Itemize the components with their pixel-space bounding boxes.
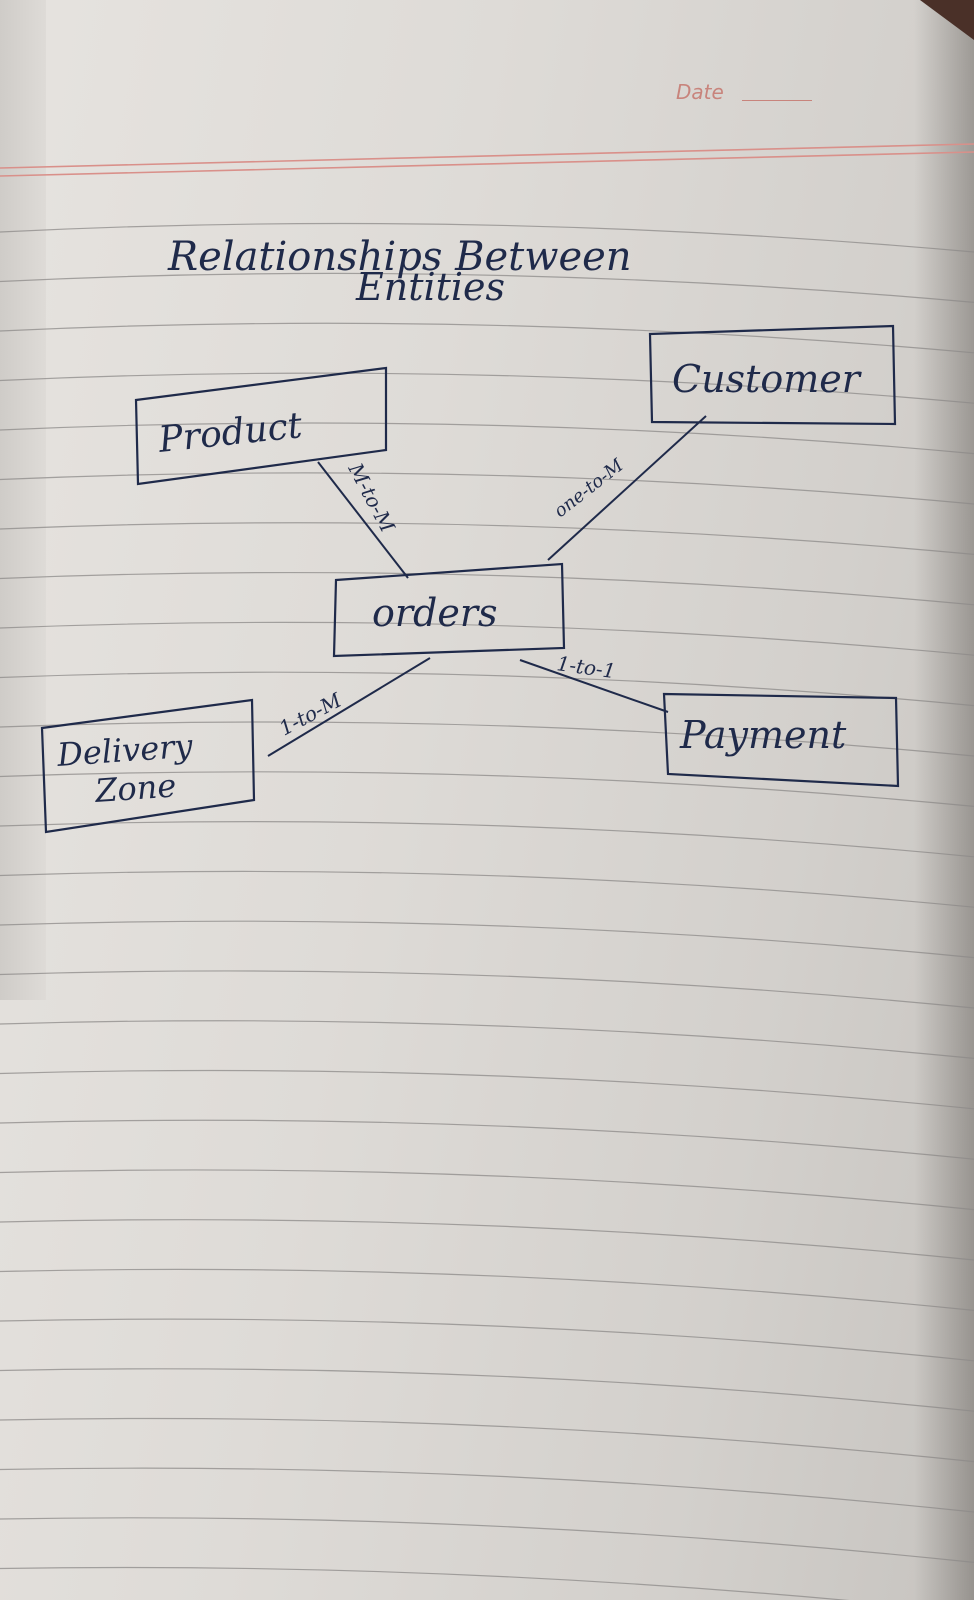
title-line-1: Relationships Between (167, 234, 632, 280)
ruled-line (0, 571, 974, 606)
delivery-zone-box (40, 698, 256, 834)
ruled-line (0, 1268, 974, 1311)
ruled-line (0, 970, 974, 1009)
entity-delivery-zone-line-2: Zone (93, 766, 177, 810)
entity-orders: orders (372, 591, 498, 635)
rel-label-customer-orders: one-to-M (550, 455, 628, 522)
ruled-line (0, 1517, 974, 1563)
ruled-line (0, 1417, 974, 1463)
edge-orders-payment (519, 659, 669, 713)
ruled-line (0, 372, 974, 404)
ruled-line (0, 1020, 974, 1059)
ruled-line (0, 1219, 974, 1261)
ruled-line (0, 522, 974, 555)
ruled-line (0, 821, 974, 858)
margin-line (0, 151, 974, 177)
rel-label-product-orders: M-to-M (343, 458, 400, 536)
title-line-2: Entities (355, 265, 505, 309)
entity-product: Product (156, 405, 305, 461)
edge-delivery-orders (267, 657, 431, 757)
ruled-line (0, 1318, 974, 1362)
ruled-line (0, 771, 974, 807)
ruled-line (0, 472, 974, 505)
rel-label-delivery-orders: 1-to-M (275, 688, 346, 741)
entity-customer: Customer (672, 357, 863, 401)
ruled-line (0, 870, 974, 908)
ruled-line (0, 1368, 974, 1412)
ruled-line (0, 1169, 974, 1211)
edge-product-orders (317, 461, 409, 579)
ruled-line (0, 222, 974, 253)
ruled-line (0, 1566, 850, 1600)
ruled-line (0, 1467, 974, 1513)
date-underline (742, 100, 812, 101)
ruled-line (0, 721, 974, 757)
page-shadow (914, 0, 974, 1600)
customer-box (648, 324, 897, 426)
margin-line (0, 143, 974, 169)
ruled-line (0, 272, 974, 303)
ruled-line (0, 621, 974, 656)
ruled-line (0, 920, 974, 959)
entity-payment: Payment (679, 713, 847, 757)
edge-customer-orders (547, 415, 707, 561)
product-box (134, 366, 388, 486)
ruled-line (0, 671, 974, 707)
rel-label-orders-payment: 1-to-1 (555, 651, 617, 683)
payment-box (662, 692, 900, 788)
orders-box (332, 562, 566, 658)
date-label: Date (676, 80, 724, 104)
ruled-line (0, 1069, 974, 1110)
ruled-line (0, 322, 974, 354)
ruled-line (0, 1119, 974, 1160)
ruled-line (0, 422, 974, 455)
